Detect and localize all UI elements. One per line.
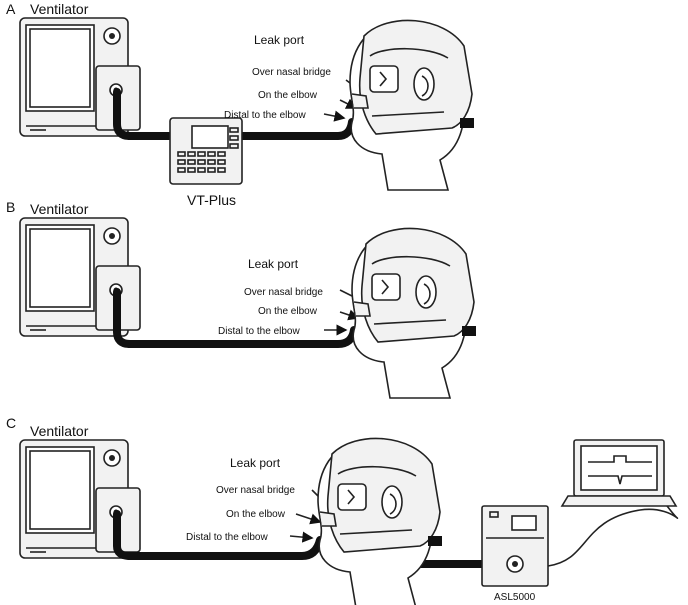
panel-c-head-with-mask bbox=[317, 437, 443, 605]
panel-c-letter: C bbox=[6, 415, 16, 431]
panel-c-asl5000 bbox=[481, 505, 549, 587]
panel-c-asl5000-label: ASL5000 bbox=[494, 592, 536, 603]
panel-a-ventilator-label: Ventilator bbox=[30, 1, 89, 17]
panel-b-letter: B bbox=[6, 199, 15, 215]
panel-b-ventilator-label: Ventilator bbox=[30, 201, 89, 217]
panel-c-arrow-elbow bbox=[295, 513, 322, 525]
panel-b-leak-over-nasal-bridge: Over nasal bridge bbox=[244, 287, 323, 298]
panel-c-ventilator bbox=[19, 439, 141, 559]
panel-b-leak-on-elbow: On the elbow bbox=[258, 306, 318, 317]
panel-a: A Ventilator VT-Plus Leak port Over nasa… bbox=[6, 1, 475, 208]
panel-a-head-with-mask bbox=[349, 19, 475, 191]
panel-a-vt-plus-label: VT-Plus bbox=[187, 192, 236, 208]
panel-a-leak-over-nasal-bridge: Over nasal bridge bbox=[252, 67, 331, 78]
panel-a-ventilator bbox=[19, 17, 141, 137]
panel-c-leak-on-elbow: On the elbow bbox=[226, 509, 286, 520]
panel-c-ventilator-label: Ventilator bbox=[30, 423, 89, 439]
panel-a-leak-port-title: Leak port bbox=[254, 33, 305, 47]
panel-a-leak-on-elbow: On the elbow bbox=[258, 90, 318, 101]
panel-b: B Ventilator Leak port Over nasal bridge… bbox=[6, 199, 477, 399]
panel-b-head-with-mask bbox=[351, 227, 477, 399]
panel-b-ventilator bbox=[19, 217, 141, 337]
panel-c-cable bbox=[547, 495, 679, 567]
panel-c: C Ventilator Leak port Over nasal bridge… bbox=[6, 415, 679, 605]
panel-c-leak-over-nasal-bridge: Over nasal bridge bbox=[216, 485, 295, 496]
panel-a-tube-to-mask bbox=[236, 118, 356, 140]
panel-c-laptop bbox=[560, 439, 678, 507]
panel-c-leak-distal-elbow: Distal to the elbow bbox=[186, 532, 268, 543]
panel-c-tube-to-mask bbox=[113, 510, 324, 560]
panel-a-letter: A bbox=[6, 1, 16, 17]
panel-c-arrow-distal bbox=[289, 531, 314, 543]
panel-c-leak-port-title: Leak port bbox=[230, 456, 281, 470]
panel-a-leak-distal-elbow: Distal to the elbow bbox=[224, 110, 306, 121]
panel-b-tube bbox=[113, 288, 358, 348]
panel-a-vt-plus bbox=[169, 117, 243, 185]
panel-b-leak-distal-elbow: Distal to the elbow bbox=[218, 326, 300, 337]
panel-b-leak-port-title: Leak port bbox=[248, 257, 299, 271]
panel-a-tube-to-device bbox=[113, 88, 180, 140]
panel-a-arrow-distal bbox=[323, 110, 346, 122]
